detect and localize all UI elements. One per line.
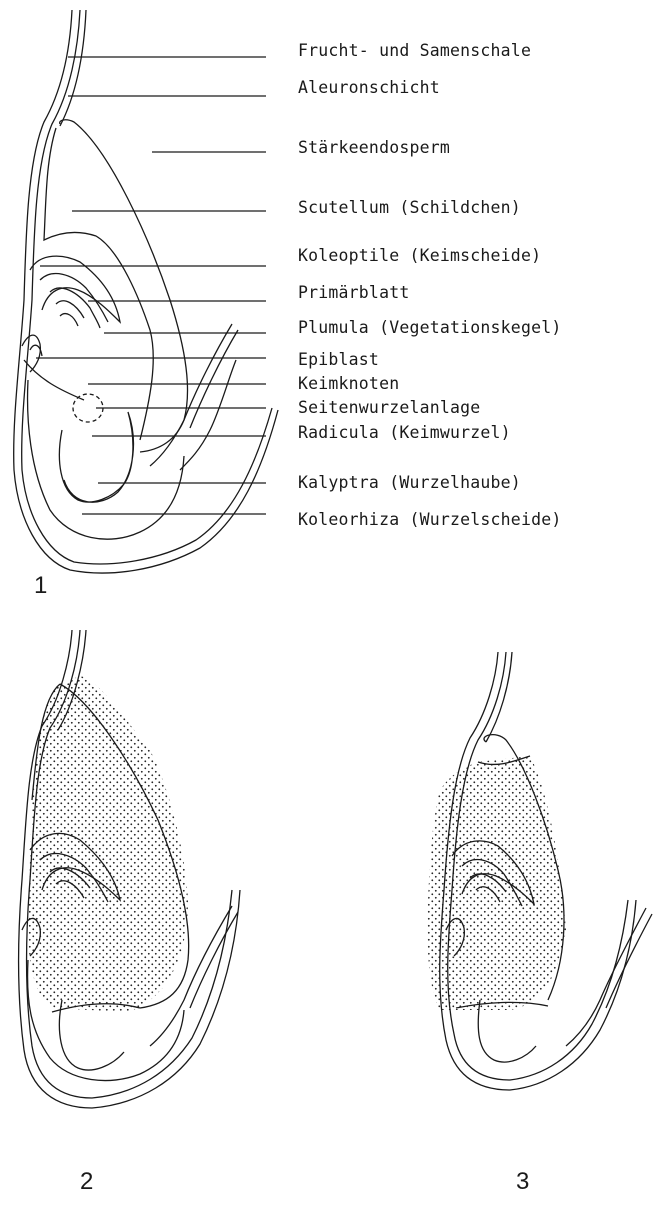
- label-plumula: Plumula (Vegetationskegel): [298, 318, 561, 337]
- figure-2-grain: [0, 630, 240, 1108]
- stalk-1: [150, 324, 232, 466]
- label-staerkeendosperm: Stärkeendosperm: [298, 138, 450, 157]
- figure-3-grain: [420, 652, 652, 1090]
- label-epiblast: Epiblast: [298, 350, 379, 369]
- label-scutellum: Scutellum (Schildchen): [298, 198, 521, 217]
- figure-1-number: 1: [34, 572, 47, 600]
- primary-leaf-1: [40, 274, 108, 322]
- label-keimknoten: Keimknoten: [298, 374, 399, 393]
- stalk-3: [180, 360, 236, 470]
- label-frucht-samenschale: Frucht- und Samenschale: [298, 41, 531, 60]
- coleorhiza: [28, 380, 184, 539]
- scutellum-outline: [44, 128, 153, 440]
- stalk-2: [190, 330, 238, 428]
- primary-leaf-4: [60, 314, 78, 326]
- seed-coat-middle: [22, 10, 272, 564]
- endosperm-outline: [60, 120, 188, 452]
- epiblast: [22, 335, 40, 372]
- label-seitenwurzelanlage: Seitenwurzelanlage: [298, 398, 480, 417]
- label-koleorhiza: Koleorhiza (Wurzelscheide): [298, 510, 561, 529]
- figure-2-number: 2: [80, 1168, 93, 1196]
- primary-leaf-2: [50, 288, 100, 328]
- radicula: [59, 412, 133, 502]
- label-primaerblatt: Primärblatt: [298, 283, 409, 302]
- figure-1-grain: [14, 10, 278, 573]
- embryo-axis: [24, 360, 84, 400]
- label-aleuronschicht: Aleuronschicht: [298, 78, 440, 97]
- figure-3-number: 3: [516, 1168, 529, 1196]
- label-kalyptra: Kalyptra (Wurzelhaube): [298, 473, 521, 492]
- label-koleoptile: Koleoptile (Keimscheide): [298, 246, 541, 265]
- label-radicula: Radicula (Keimwurzel): [298, 423, 511, 442]
